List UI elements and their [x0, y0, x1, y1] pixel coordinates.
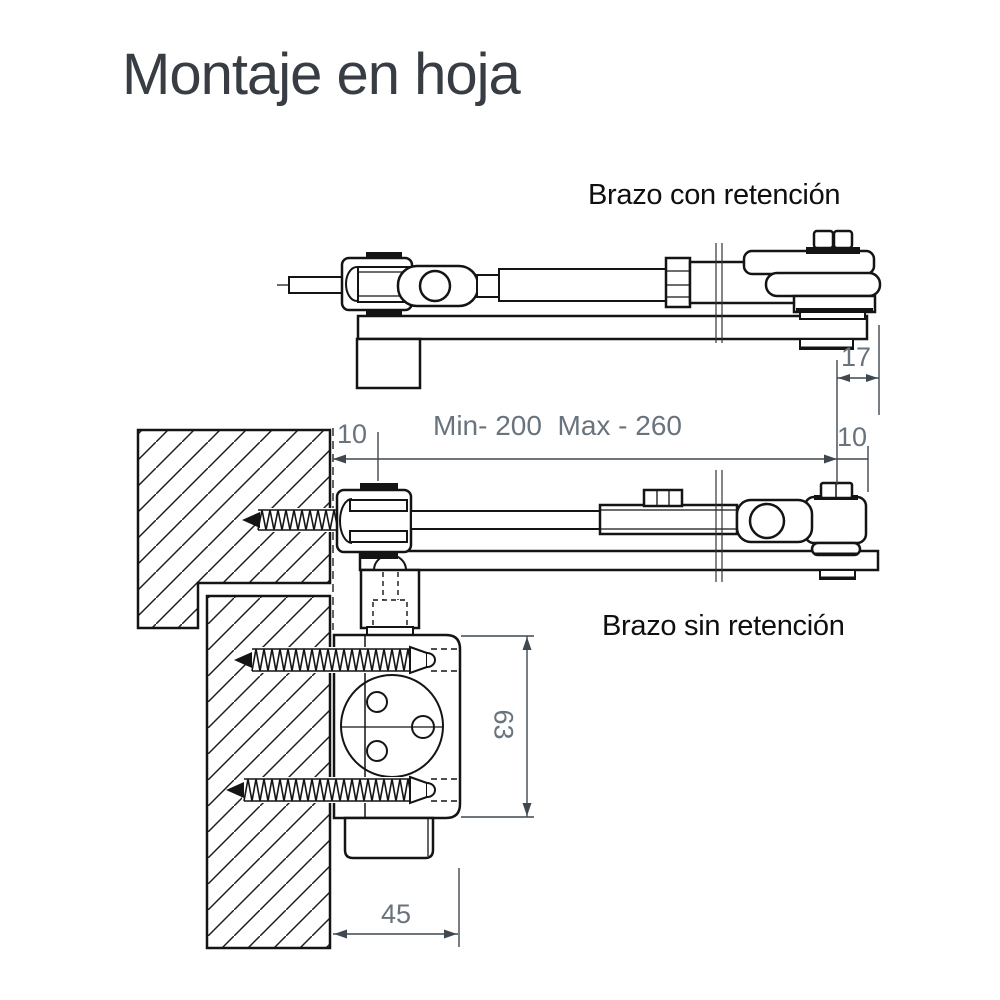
elbow-nut-left: [812, 229, 835, 250]
page-title: Montaje en hoja: [122, 42, 521, 107]
frame-section: [136, 428, 332, 630]
closer-body: [226, 633, 462, 860]
arm-shoe-bottom: [335, 483, 413, 559]
screw-tip: [242, 512, 260, 528]
elbow-nut-right: [832, 229, 854, 250]
valve-hole-1: [366, 691, 388, 713]
door-top-edge-plate-2: [358, 549, 880, 572]
arm-rod-neck: [476, 274, 501, 298]
arm-pivot-link-top: [396, 264, 480, 308]
label-arm-with-retention: Brazo con retención: [588, 179, 841, 211]
dimension-offset-left-label: 10: [337, 419, 368, 449]
adjustment-nut-top: [664, 256, 692, 309]
arm-rod-bottom: [410, 510, 601, 530]
plate-notch-bottom: [819, 569, 856, 580]
dimension-lines: [333, 325, 880, 947]
arm-rod-top: [498, 268, 668, 302]
dimension-body-width-label: 45: [381, 899, 412, 929]
dimension-63: [461, 635, 534, 818]
dimension-45: [333, 868, 460, 947]
holdopen-elbow: [742, 229, 882, 320]
dimension-body-height-label: 63: [488, 709, 519, 740]
body-screw-lower: [226, 775, 457, 805]
frame-screw: [242, 508, 340, 532]
closer-cover-end: [343, 816, 435, 860]
arm-shoe-top: [340, 252, 414, 316]
plate-notch-top: [799, 338, 854, 350]
dimension-edge-offset-label: 17: [841, 342, 872, 372]
elbow-washer-top: [806, 247, 860, 254]
dimension-arm-range: [333, 432, 869, 492]
elbow-bottom: [735, 481, 868, 557]
arm-without-retention-drawing: [242, 470, 880, 637]
dimension-17: [836, 325, 880, 485]
valve-hole-3: [411, 715, 435, 739]
arm-bar-bottom: [598, 488, 739, 536]
arm-with-retention-drawing: [277, 229, 882, 390]
arm-nut-bottom: [642, 488, 684, 508]
body-screw-upper: [234, 645, 457, 675]
dimension-offset-right-label: 10: [837, 422, 868, 452]
break-lines-top: [715, 243, 723, 343]
door-hinge-block: [355, 337, 422, 390]
label-arm-without-retention: Brazo sin retención: [602, 610, 845, 642]
spindle-shaft: [288, 276, 345, 294]
break-lines-bottom: [715, 470, 723, 582]
valve-hole-2: [366, 740, 388, 762]
door-top-edge-plate: [356, 314, 869, 341]
dimension-arm-range-label: Min- 200 Max - 260: [433, 410, 682, 441]
